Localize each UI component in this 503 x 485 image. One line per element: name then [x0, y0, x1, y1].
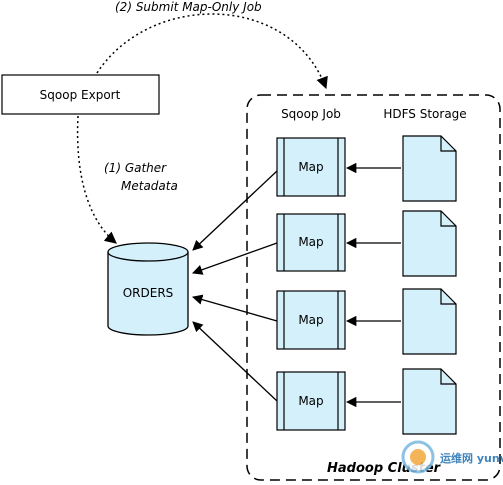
- map-task: Map: [276, 290, 346, 350]
- orders-database: ORDERS: [107, 242, 189, 336]
- map-task: Map: [276, 213, 346, 272]
- map-to-orders-edge: [192, 321, 278, 402]
- gather-label-line2: Metadata: [121, 179, 178, 193]
- map-to-orders-edge: [192, 294, 278, 322]
- map-task-label: Map: [298, 313, 323, 327]
- hdfs-file-icon: [402, 288, 457, 355]
- map-task: Map: [276, 137, 346, 197]
- hdfs-file-icon: [402, 135, 457, 202]
- map-to-orders-edge: [192, 170, 278, 251]
- map-to-orders-edge: [192, 242, 278, 275]
- watermark: 运维网 yunv.com: [401, 440, 503, 474]
- sqoop-export-label: Sqoop Export: [40, 88, 121, 102]
- submit-job-label: (2) Submit Map-Only Job: [115, 0, 262, 14]
- gather-metadata-edge: [76, 115, 117, 244]
- map-task-label: Map: [298, 160, 323, 174]
- map-task: Map: [276, 371, 346, 431]
- sqoop-export-box: [1, 74, 160, 115]
- hdfs-storage-header: HDFS Storage: [383, 107, 466, 121]
- hdfs-file-icon: [402, 368, 457, 435]
- map-task-label: Map: [298, 394, 323, 408]
- hadoop-cluster-boundary: [246, 94, 501, 481]
- submit-job-edge: [96, 13, 328, 90]
- gather-label-line1: (1) Gather: [104, 161, 167, 175]
- hdfs-file-icon: [402, 210, 457, 277]
- orders-label: ORDERS: [123, 286, 174, 300]
- sqoop-job-header: Sqoop Job: [281, 107, 341, 121]
- watermark-text: 运维网 yunv.com: [440, 451, 503, 465]
- map-task-label: Map: [298, 235, 323, 249]
